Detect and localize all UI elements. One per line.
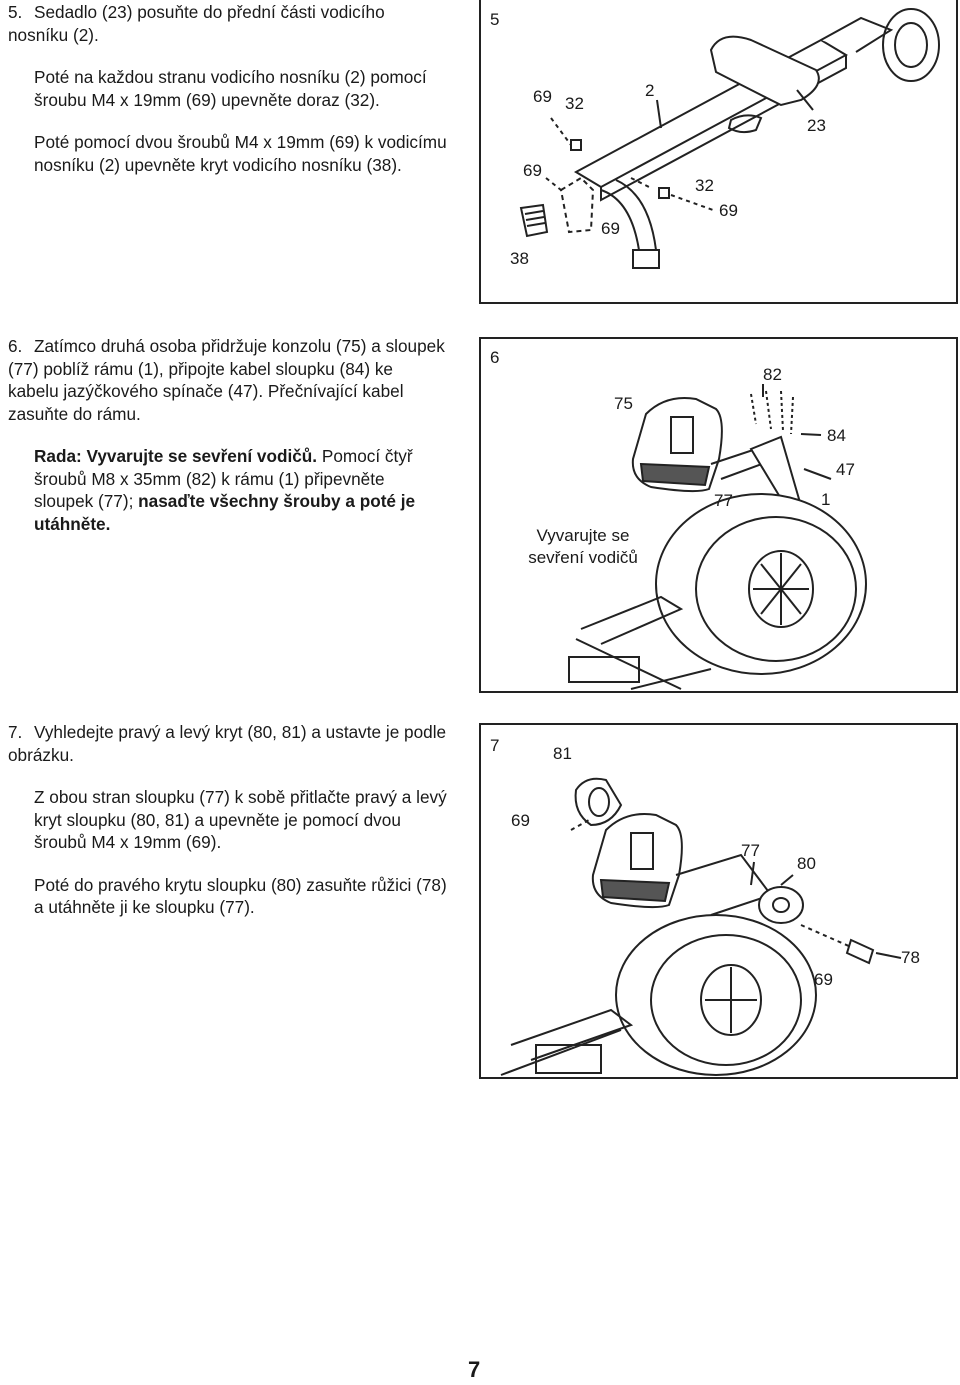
figure-number: 7 bbox=[490, 736, 500, 755]
callout: 78 bbox=[901, 948, 920, 967]
callout: 32 bbox=[565, 94, 584, 113]
callout: 23 bbox=[807, 116, 826, 135]
figure-number: 5 bbox=[490, 10, 500, 29]
tip-emphasis: nasaďte všechny šrouby a poté je utáhnět… bbox=[34, 491, 416, 534]
callout: 69 bbox=[533, 87, 552, 106]
callout: 77 bbox=[714, 491, 733, 510]
callout: 2 bbox=[645, 81, 655, 100]
console-post-illustration bbox=[568, 384, 867, 690]
callout: 69 bbox=[511, 811, 530, 830]
callout: 69 bbox=[601, 219, 620, 238]
callout: 69 bbox=[719, 201, 738, 220]
step-7-text: 7.Vyhledejte pravý a levý kryt (80, 81) … bbox=[8, 721, 448, 939]
step-6-text: 6.Zatímco druhá osoba přidržuje konzolu … bbox=[8, 335, 448, 555]
page-number: 7 bbox=[468, 1357, 481, 1382]
step-5-text: 5.Sedadlo (23) posuňte do přední části v… bbox=[8, 1, 448, 196]
step-paragraph: Sedadlo (23) posuňte do přední části vod… bbox=[8, 2, 385, 45]
callout: 32 bbox=[695, 176, 714, 195]
callout: 80 bbox=[797, 854, 816, 873]
callout: 47 bbox=[836, 460, 855, 479]
figure-number: 6 bbox=[490, 348, 500, 367]
figure-7: 7 bbox=[479, 723, 958, 1079]
step-tip: Rada: Vyvarujte se sevření vodičů. Pomoc… bbox=[8, 445, 448, 535]
figure-5: 5 bbox=[479, 0, 958, 304]
step-number: 6. bbox=[8, 336, 23, 356]
step-paragraph: Poté na každou stranu vodicího nosníku (… bbox=[34, 67, 427, 110]
callout: 82 bbox=[763, 365, 782, 384]
callout: 77 bbox=[741, 841, 760, 860]
post-covers-illustration bbox=[500, 777, 902, 1076]
warning-label: Vyvarujte se sevření vodičů bbox=[513, 525, 653, 569]
callout: 69 bbox=[814, 970, 833, 989]
warning-line: Vyvarujte se bbox=[536, 526, 630, 545]
callout: 69 bbox=[523, 161, 542, 180]
callout: 1 bbox=[821, 490, 831, 509]
step-paragraph: Poté do pravého krytu sloupku (80) zasuň… bbox=[34, 874, 447, 918]
step-number: 5. bbox=[8, 2, 23, 22]
step-paragraph: Poté pomocí dvou šroubů M4 x 19mm (69) k… bbox=[34, 132, 447, 175]
step-number: 7. bbox=[8, 722, 23, 742]
tip-label: Rada: Vyvarujte se sevření vodičů. bbox=[34, 446, 318, 466]
callout: 81 bbox=[553, 744, 572, 763]
callout: 75 bbox=[614, 394, 633, 413]
callout: 84 bbox=[827, 426, 846, 445]
warning-line: sevření vodičů bbox=[528, 548, 638, 567]
figure-6: 6 bbox=[479, 337, 958, 693]
tip-text: Pomocí čtyř šroubů M8 x 35mm (82) k rámu… bbox=[34, 446, 413, 511]
step-paragraph: Vyhledejte pravý a levý kryt (80, 81) a … bbox=[8, 722, 447, 765]
seat-rail-illustration bbox=[519, 8, 940, 269]
step-paragraph: Z obou stran sloupku (77) k sobě přitlač… bbox=[34, 787, 447, 852]
step-paragraph: Zatímco druhá osoba přidržuje konzolu (7… bbox=[8, 336, 445, 424]
callout: 38 bbox=[510, 249, 529, 268]
